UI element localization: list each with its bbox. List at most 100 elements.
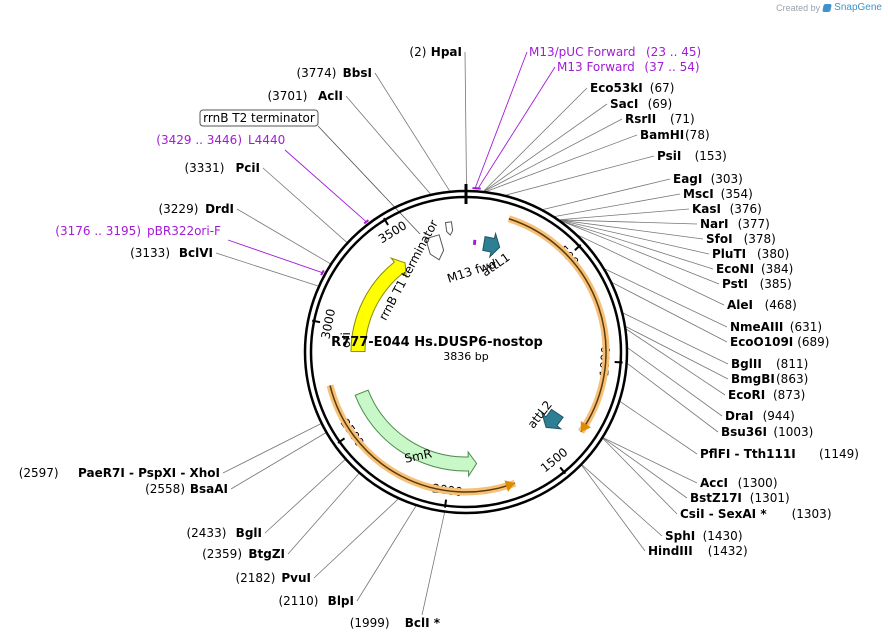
primer-l4440[interactable]: (3429 .. 3446)L4440: [156, 133, 285, 147]
leader-line: [543, 178, 671, 210]
site-bbsi[interactable]: BbsI(3774): [296, 66, 372, 80]
site-nmeaiii[interactable]: NmeAIII(631): [730, 320, 822, 334]
site-econi[interactable]: EcoNI(384): [716, 262, 793, 276]
site-bcli[interactable]: BclI * (1999): [350, 616, 441, 630]
site-pluti[interactable]: PluTI(380): [712, 247, 789, 261]
site-name: SfoI: [706, 232, 733, 246]
site-kasi[interactable]: KasI(376): [692, 202, 762, 216]
site-sfoi[interactable]: SfoI (378): [706, 232, 776, 246]
site-bclvi[interactable]: BclVI (3133): [130, 246, 213, 260]
site-name: EcoO109I: [730, 335, 793, 349]
site-name: HindIII: [648, 544, 693, 558]
primer-name: M13 Forward: [557, 60, 635, 74]
site-pcii[interactable]: PciI(3331): [184, 161, 260, 175]
site-bgli[interactable]: BglI(2433): [186, 526, 262, 540]
site-position: (378): [744, 232, 776, 246]
ruler-tick: [383, 217, 389, 226]
site-hindiii[interactable]: HindIII(1432): [648, 544, 748, 558]
rrnb-t2-terminator-callout[interactable]: rrnB T2 terminator: [199, 109, 319, 127]
site-position: (2558): [145, 482, 185, 496]
site-position: (863): [776, 372, 808, 386]
site-name: BsaAI: [190, 482, 228, 496]
feature-smr[interactable]: [354, 389, 478, 478]
site-sphi[interactable]: SphI(1430): [665, 529, 743, 543]
site-psti[interactable]: PstI(385): [722, 277, 792, 291]
site-name: BclI *: [405, 616, 441, 630]
site-name: EagI: [673, 172, 702, 186]
site-position: (873): [773, 388, 805, 402]
site-drdi[interactable]: DrdI(3229): [158, 202, 234, 216]
site-bamhi[interactable]: BamHI(78): [640, 128, 710, 142]
site-blpi[interactable]: BlpI(2110): [278, 594, 354, 608]
site-position: (944): [763, 409, 795, 423]
leader-line: [612, 282, 728, 343]
site-acli[interactable]: AclI(3701): [267, 89, 343, 103]
leader-lines: [215, 51, 729, 616]
leader-line: [484, 118, 623, 192]
leader-line: [287, 473, 360, 555]
feature-rrnb-t2-terminator[interactable]: [444, 221, 454, 236]
leader-line: [317, 125, 421, 235]
highlight-arrowhead-icon: [504, 480, 515, 492]
site-name: BtgZI: [248, 547, 285, 561]
site-psii[interactable]: PsiI(153): [657, 149, 727, 163]
site-acci[interactable]: AccI (1300): [700, 476, 778, 490]
site-name: BlpI: [328, 594, 354, 608]
feature-attl1[interactable]: [482, 231, 501, 259]
leader-line: [486, 134, 638, 192]
site-name: BmgBI: [731, 372, 775, 386]
site-name: EcoRI: [728, 388, 765, 402]
site-ecori[interactable]: EcoRI (873): [728, 388, 805, 402]
ruler-tick: [614, 361, 623, 364]
site-position: (2597): [19, 466, 59, 480]
site-position: (3701): [267, 89, 307, 103]
feature-rrnb-t1-terminator[interactable]: [425, 234, 446, 262]
feature-label-ori: ori: [339, 332, 353, 348]
leader-line: [626, 328, 726, 396]
site-bstz17i[interactable]: BstZ17I(1301): [690, 491, 790, 505]
site-pflfi-tth111i[interactable]: PflFI - Tth111I(1149): [700, 447, 859, 461]
site-eagi[interactable]: EagI(303): [673, 172, 743, 186]
leader-line: [603, 437, 688, 499]
site-hpai[interactable]: HpaI(2): [409, 45, 462, 59]
site-msci[interactable]: MscI(354): [683, 187, 753, 201]
primer-range: (37 .. 54): [644, 60, 699, 74]
primer-m13-forward[interactable]: M13 Forward (37 .. 54): [557, 60, 700, 74]
ruler-tick: [574, 244, 582, 251]
site-rsrii[interactable]: RsrII (71): [625, 112, 695, 126]
site-position: (1999): [350, 616, 390, 630]
site-eco53ki[interactable]: Eco53kI(67): [590, 81, 674, 95]
site-alei[interactable]: AleI(468): [727, 298, 797, 312]
site-position: (1300): [738, 476, 778, 490]
site-name: AccI: [700, 476, 728, 490]
site-saci[interactable]: SacI(69): [610, 97, 672, 111]
site-position: (1149): [819, 447, 859, 461]
leader-line: [559, 208, 690, 221]
ruler-tick: [311, 319, 321, 324]
feature-attl2[interactable]: [541, 408, 564, 430]
leader-line: [561, 220, 720, 285]
site-csii-sexai[interactable]: CsiI - SexAI *(1303): [680, 507, 832, 521]
site-position: (71): [670, 112, 695, 126]
site-name: RsrII: [625, 112, 656, 126]
leader-line: [559, 219, 698, 225]
site-ecoo109i[interactable]: EcoO109I(689): [730, 335, 829, 349]
site-bsu36i[interactable]: Bsu36I(1003): [721, 425, 813, 439]
site-bsaai[interactable]: BsaAI (2558): [145, 482, 228, 496]
feature-ori[interactable]: [350, 257, 407, 353]
feature-label-smr: SmR: [403, 446, 433, 465]
site-paer7i-pspxi-xhoi[interactable]: PaeR7I - PspXI - XhoI(2597): [19, 466, 220, 480]
primer-m13-puc-forward[interactable]: M13/pUC Forward(23 .. 45): [529, 45, 701, 59]
site-name: BclVI: [179, 246, 213, 260]
site-bglii[interactable]: BglII(811): [731, 357, 808, 371]
primer-pbr322ori-f[interactable]: (3176 .. 3195)pBR322ori-F: [55, 224, 221, 238]
site-pvui[interactable]: PvuI(2182): [235, 571, 311, 585]
site-bmgbi[interactable]: BmgBI(863): [731, 372, 808, 386]
credit-prefix: Created by: [776, 2, 821, 13]
site-position: (3133): [130, 246, 170, 260]
site-nari[interactable]: NarI(377): [700, 217, 770, 231]
site-name: PstI: [722, 277, 748, 291]
site-drai[interactable]: DraI(944): [725, 409, 795, 423]
site-btgzi[interactable]: BtgZI(2359): [202, 547, 285, 561]
